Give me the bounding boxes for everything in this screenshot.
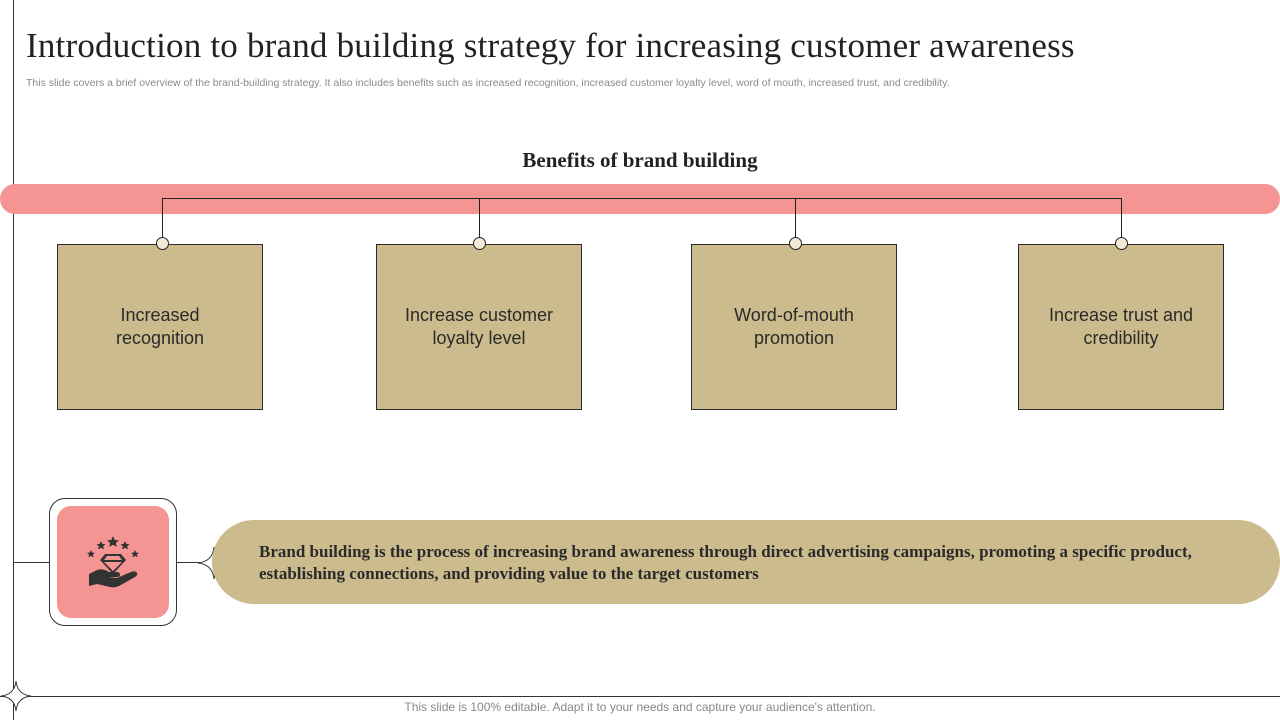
benefit-box-word-of-mouth: Word-of-mouth promotion xyxy=(691,244,897,410)
benefit-label: Increase customer loyalty level xyxy=(404,305,554,348)
connector-lines xyxy=(162,198,1122,238)
four-point-star-icon xyxy=(0,680,32,712)
definition-text: Brand building is the process of increas… xyxy=(259,542,1192,583)
benefit-box-loyalty: Increase customer loyalty level xyxy=(376,244,582,410)
benefit-label: Increase trust and credibility xyxy=(1048,305,1194,348)
benefit-box-trust: Increase trust and credibility xyxy=(1018,244,1224,410)
benefit-box-recognition: Increased recognition xyxy=(57,244,263,410)
icon-tile xyxy=(57,506,169,618)
definition-callout xyxy=(212,520,1280,604)
page-subtitle: This slide covers a brief overview of th… xyxy=(26,77,950,89)
benefit-label: Increased recognition xyxy=(115,305,205,348)
section-title: Benefits of brand building xyxy=(522,148,758,172)
diamond-in-hand-with-stars-icon xyxy=(87,536,139,588)
benefit-label: Word-of-mouth promotion xyxy=(734,305,854,348)
footer-note: This slide is 100% editable. Adapt it to… xyxy=(404,700,876,714)
connector-dots xyxy=(156,237,1128,250)
page-title: Introduction to brand building strategy … xyxy=(26,26,1075,65)
